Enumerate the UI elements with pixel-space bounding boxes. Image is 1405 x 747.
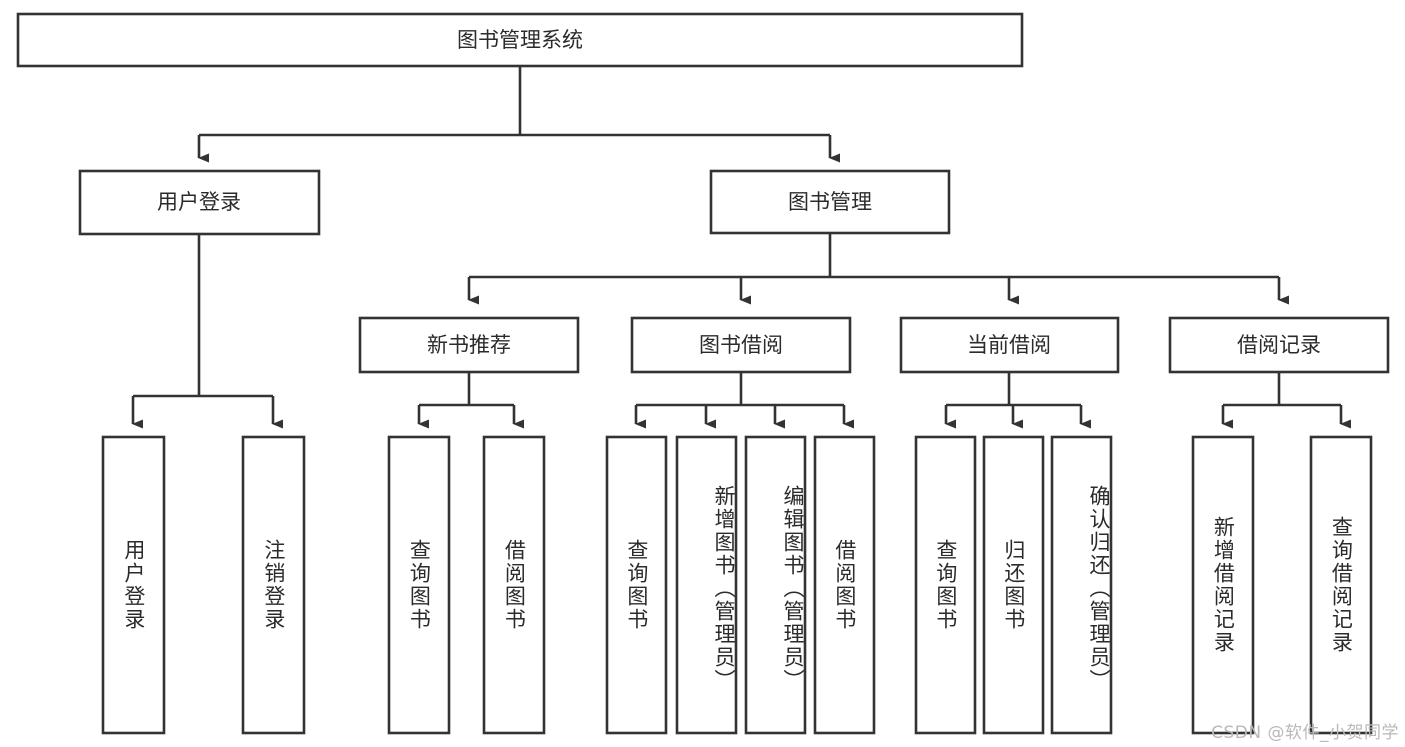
node-book-management[interactable]: 图书管理 — [709, 169, 951, 235]
node-current-borrow-label: 当前借阅 — [967, 333, 1051, 357]
leaf-label-edit-book: 编辑图书（管理员） — [781, 484, 805, 692]
leaf-box-confirm-return[interactable] — [1050, 435, 1113, 735]
leaf-box-user-login[interactable] — [101, 435, 166, 735]
leaf-label-user-login: 用户登录 — [121, 539, 146, 631]
connector-borrow-to-leaves — [634, 372, 854, 429]
connector-current-to-leaves — [944, 372, 1091, 429]
leaf-label-query-book-2: 查询图书 — [624, 539, 649, 631]
connector-userlogin-to-leaves — [131, 234, 283, 429]
node-current-borrow[interactable]: 当前借阅 — [899, 316, 1120, 374]
leaf-box-return-book[interactable] — [982, 435, 1045, 735]
connector-root-to-level2 — [197, 66, 840, 163]
leaf-box-query-book-2[interactable] — [605, 435, 668, 735]
leaf-label-confirm-return: 确认归还（管理员） — [1087, 484, 1111, 692]
node-root[interactable]: 图书管理系统 — [16, 12, 1024, 68]
node-new-book-recommend-label: 新书推荐 — [427, 333, 511, 357]
leaf-box-query-book-3[interactable] — [914, 435, 977, 735]
leaf-box-borrow-book-1[interactable] — [482, 435, 546, 735]
node-book-management-label: 图书管理 — [788, 190, 872, 214]
node-user-login-label: 用户登录 — [157, 190, 241, 214]
leaf-label-query-book-3: 查询图书 — [933, 539, 958, 631]
leaf-label-return-book: 归还图书 — [1001, 539, 1026, 631]
leaf-label-add-record: 新增借阅记录 — [1211, 516, 1236, 654]
leaf-box-borrow-book-2[interactable] — [813, 435, 876, 735]
leaf-box-edit-book[interactable] — [744, 435, 807, 735]
node-book-borrow[interactable]: 图书借阅 — [630, 316, 852, 374]
leaf-box-add-record[interactable] — [1191, 435, 1255, 735]
csdn-watermark: CSDN @软件_小贺同学 — [1211, 723, 1399, 743]
leaf-label-borrow-book-1: 借阅图书 — [502, 539, 527, 631]
connector-bookmgmt-to-level3 — [467, 233, 1289, 305]
node-new-book-recommend[interactable]: 新书推荐 — [358, 316, 580, 374]
node-user-login[interactable]: 用户登录 — [78, 169, 321, 236]
connector-record-to-leaves — [1221, 372, 1351, 429]
node-borrow-record[interactable]: 借阅记录 — [1168, 316, 1390, 374]
leaf-label-query-book-1: 查询图书 — [407, 539, 432, 631]
leaf-box-query-record[interactable] — [1309, 435, 1373, 735]
leaf-label-borrow-book-2: 借阅图书 — [832, 539, 857, 631]
leaf-box-query-book-1[interactable] — [387, 435, 451, 735]
connector-newbook-to-leaves — [417, 372, 524, 429]
leaf-label-query-record: 查询借阅记录 — [1329, 516, 1354, 654]
leaf-box-logout-login[interactable] — [241, 435, 306, 735]
node-root-label: 图书管理系统 — [457, 28, 583, 52]
node-book-borrow-label: 图书借阅 — [699, 333, 783, 357]
leaf-label-add-book: 新增图书（管理员） — [712, 484, 736, 692]
leaf-box-add-book[interactable] — [675, 435, 738, 735]
leaf-label-logout-login: 注销登录 — [261, 539, 286, 631]
node-borrow-record-label: 借阅记录 — [1237, 333, 1321, 357]
